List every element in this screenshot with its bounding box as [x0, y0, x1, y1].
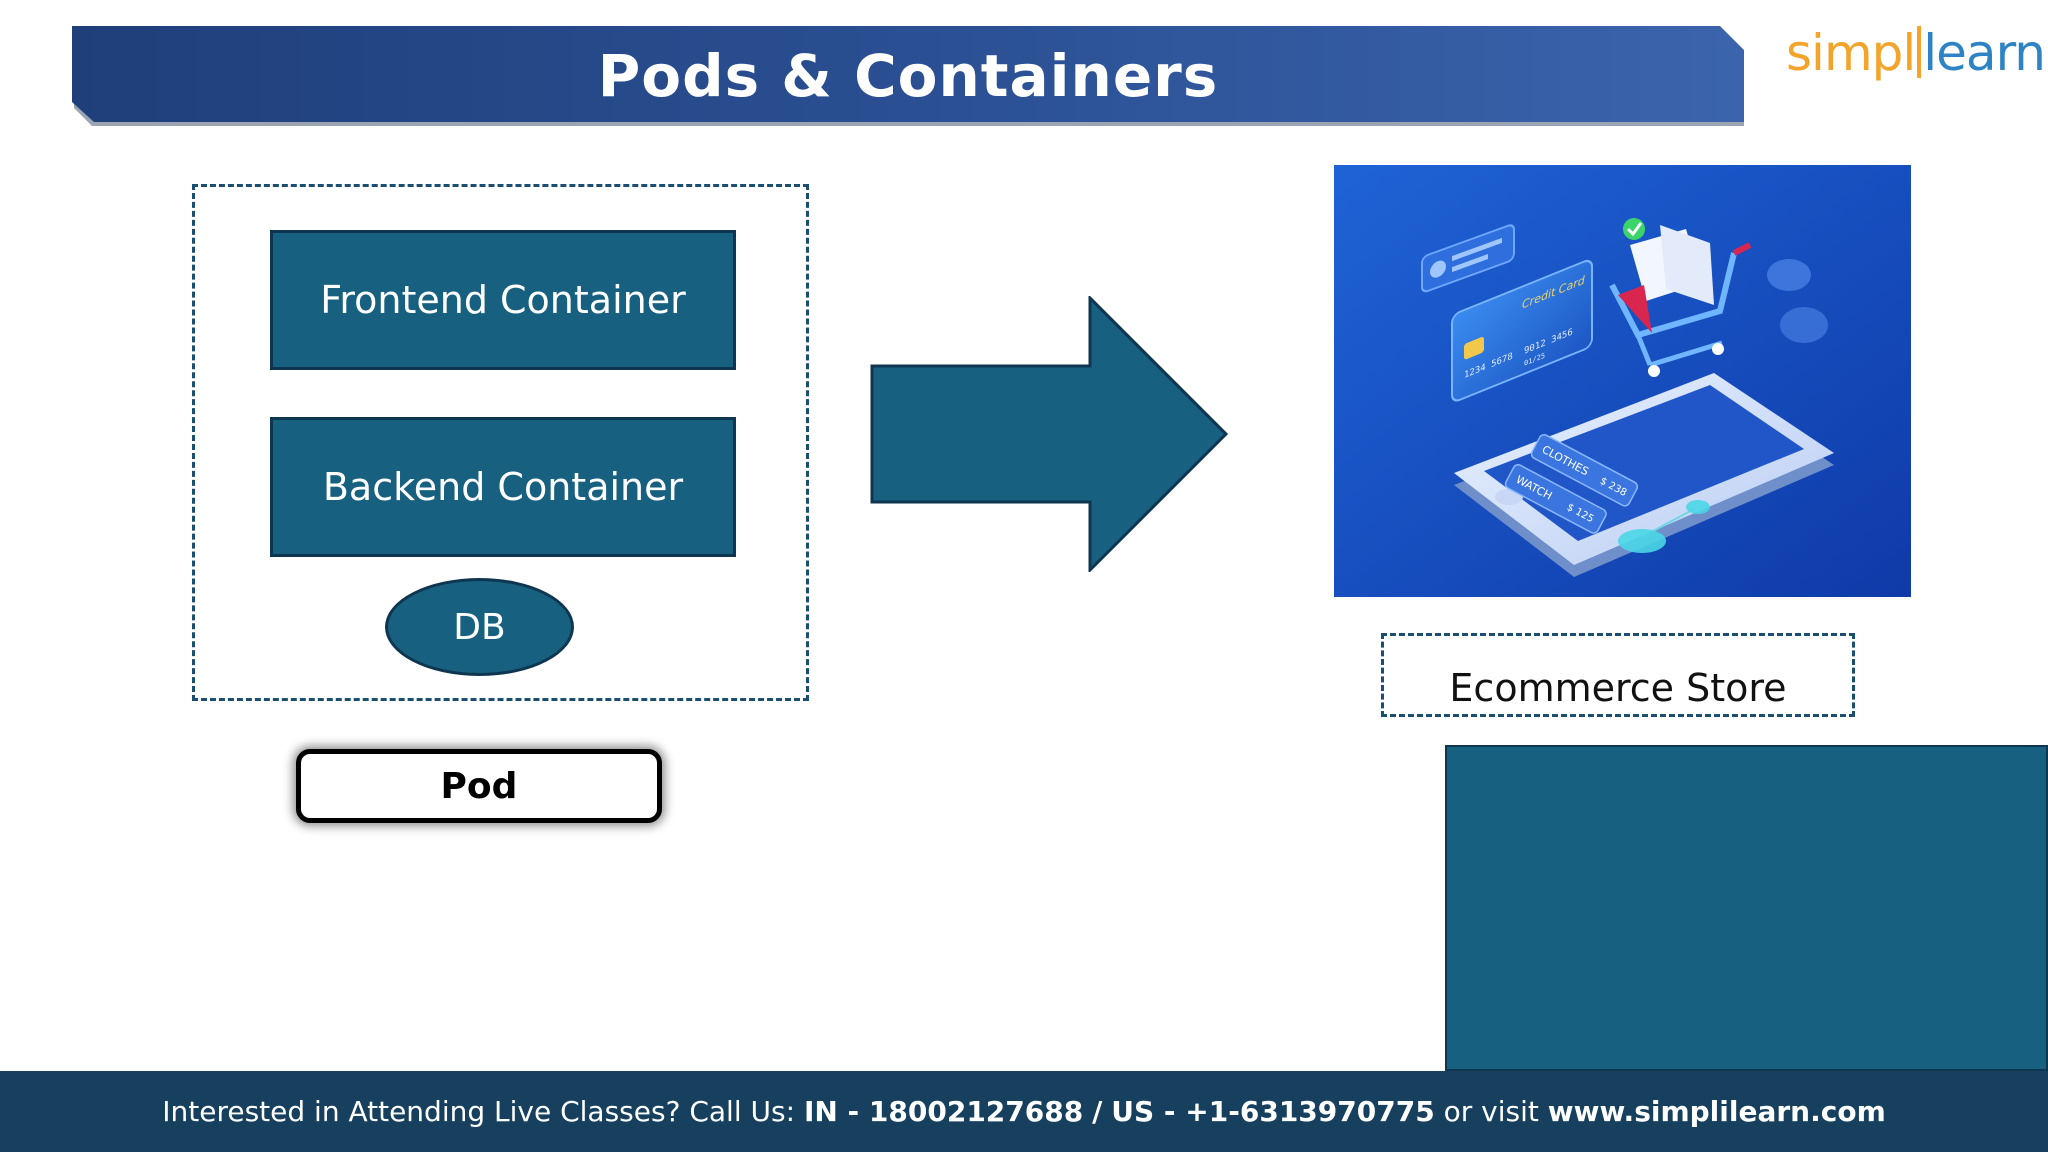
footer-prefix: Interested in Attending Live Classes? Ca…	[162, 1095, 796, 1128]
title-banner: Pods & Containers	[72, 26, 1744, 126]
footer-middle: or visit	[1443, 1095, 1539, 1128]
logo-part-learn: learn	[1923, 24, 2046, 82]
ecommerce-store-label: Ecommerce Store	[1381, 633, 1855, 717]
backend-container-box: Backend Container	[270, 417, 736, 557]
logo-divider	[1917, 26, 1922, 78]
db-node: DB	[385, 578, 574, 676]
blank-panel	[1445, 745, 2048, 1071]
frontend-container-box: Frontend Container	[270, 230, 736, 370]
footer-bar: Interested in Attending Live Classes? Ca…	[0, 1071, 2048, 1152]
footer-phone-us: US - +1-6313970775	[1111, 1095, 1435, 1128]
ecommerce-illustration: Credit Card 1234 5678 9012 3456 01/25 CL…	[1334, 165, 1911, 597]
footer-phone-in: IN - 18002127688	[803, 1095, 1084, 1128]
title-banner-shape	[72, 26, 1744, 126]
check-badge-icon	[1623, 218, 1645, 240]
right-arrow-icon	[870, 296, 1229, 572]
logo-part-simpl: simpl	[1786, 24, 1916, 82]
footer-website: www.simplilearn.com	[1547, 1095, 1886, 1128]
pod-group-outline	[192, 184, 809, 701]
footer-separator: /	[1092, 1095, 1103, 1128]
page-title: Pods & Containers	[597, 42, 1219, 110]
pod-label: Pod	[296, 749, 662, 823]
shopping-cart-icon	[1609, 225, 1752, 377]
